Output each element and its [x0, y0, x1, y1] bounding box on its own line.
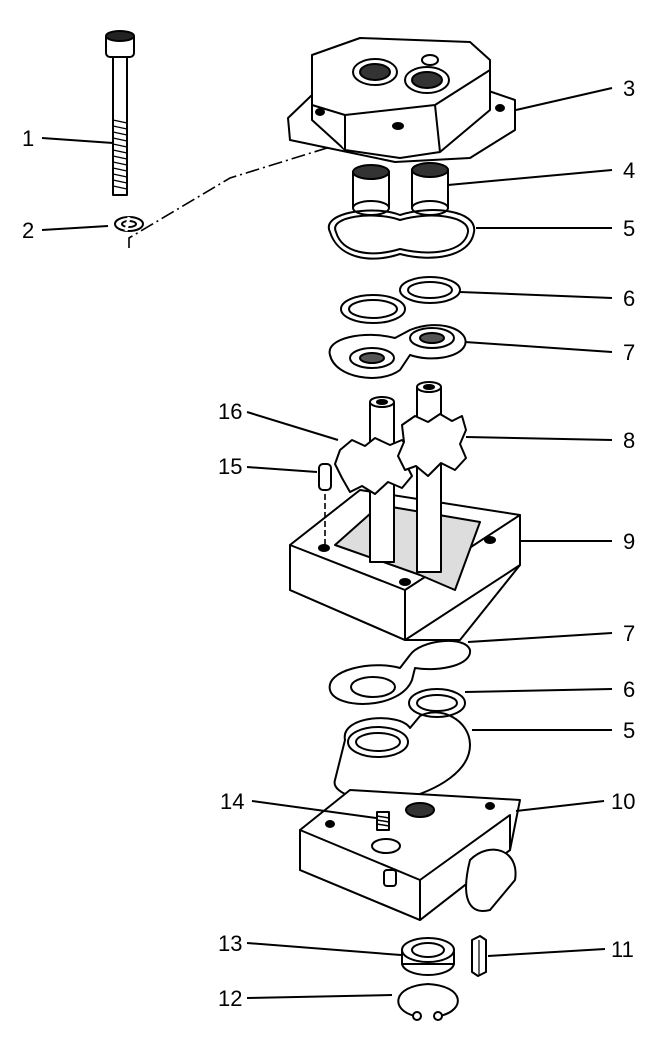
callout-14: 14 [220, 789, 244, 814]
gasket-upper [327, 209, 476, 260]
callout-10: 10 [611, 789, 635, 814]
callout-15: 15 [218, 454, 242, 479]
outlet-cover [287, 37, 516, 163]
callout-5: 5 [623, 216, 635, 241]
callout-7-lower: 7 [623, 621, 635, 646]
dowel-pin [318, 463, 332, 545]
key [471, 935, 487, 977]
set-screw [376, 811, 390, 831]
callout-16: 16 [218, 399, 242, 424]
callout-1: 1 [22, 126, 34, 151]
callout-2: 2 [22, 218, 34, 243]
callout-9: 9 [623, 529, 635, 554]
callout-4: 4 [623, 158, 635, 183]
callout-11: 11 [611, 937, 634, 962]
leader-lines [41, 87, 613, 999]
retaining-ring [397, 983, 459, 1021]
cap-screw [105, 30, 135, 196]
drive-gear-shaft [334, 396, 413, 563]
callout-7: 7 [623, 340, 635, 365]
lock-washer [114, 216, 144, 232]
driven-gear-shaft [397, 381, 467, 573]
callout-5-lower: 5 [623, 718, 635, 743]
seal-rings-upper [340, 276, 461, 324]
callout-labels: 1 2 3 4 5 6 7 16 8 15 9 7 6 5 14 10 13 1… [22, 76, 635, 1011]
gasket-lower [333, 711, 471, 803]
wear-plate-lower [328, 639, 471, 705]
callout-6: 6 [623, 286, 635, 311]
callout-13: 13 [218, 931, 242, 956]
callout-3: 3 [623, 76, 635, 101]
seal-ring-lower [408, 688, 466, 718]
bushings [352, 162, 449, 216]
alignment-line [128, 125, 399, 248]
callout-6-lower: 6 [623, 677, 635, 702]
callout-12: 12 [218, 986, 242, 1011]
wear-plate-upper [328, 324, 467, 379]
shaft-seal [401, 937, 455, 976]
callout-8: 8 [623, 428, 635, 453]
inlet-cover [299, 789, 521, 921]
